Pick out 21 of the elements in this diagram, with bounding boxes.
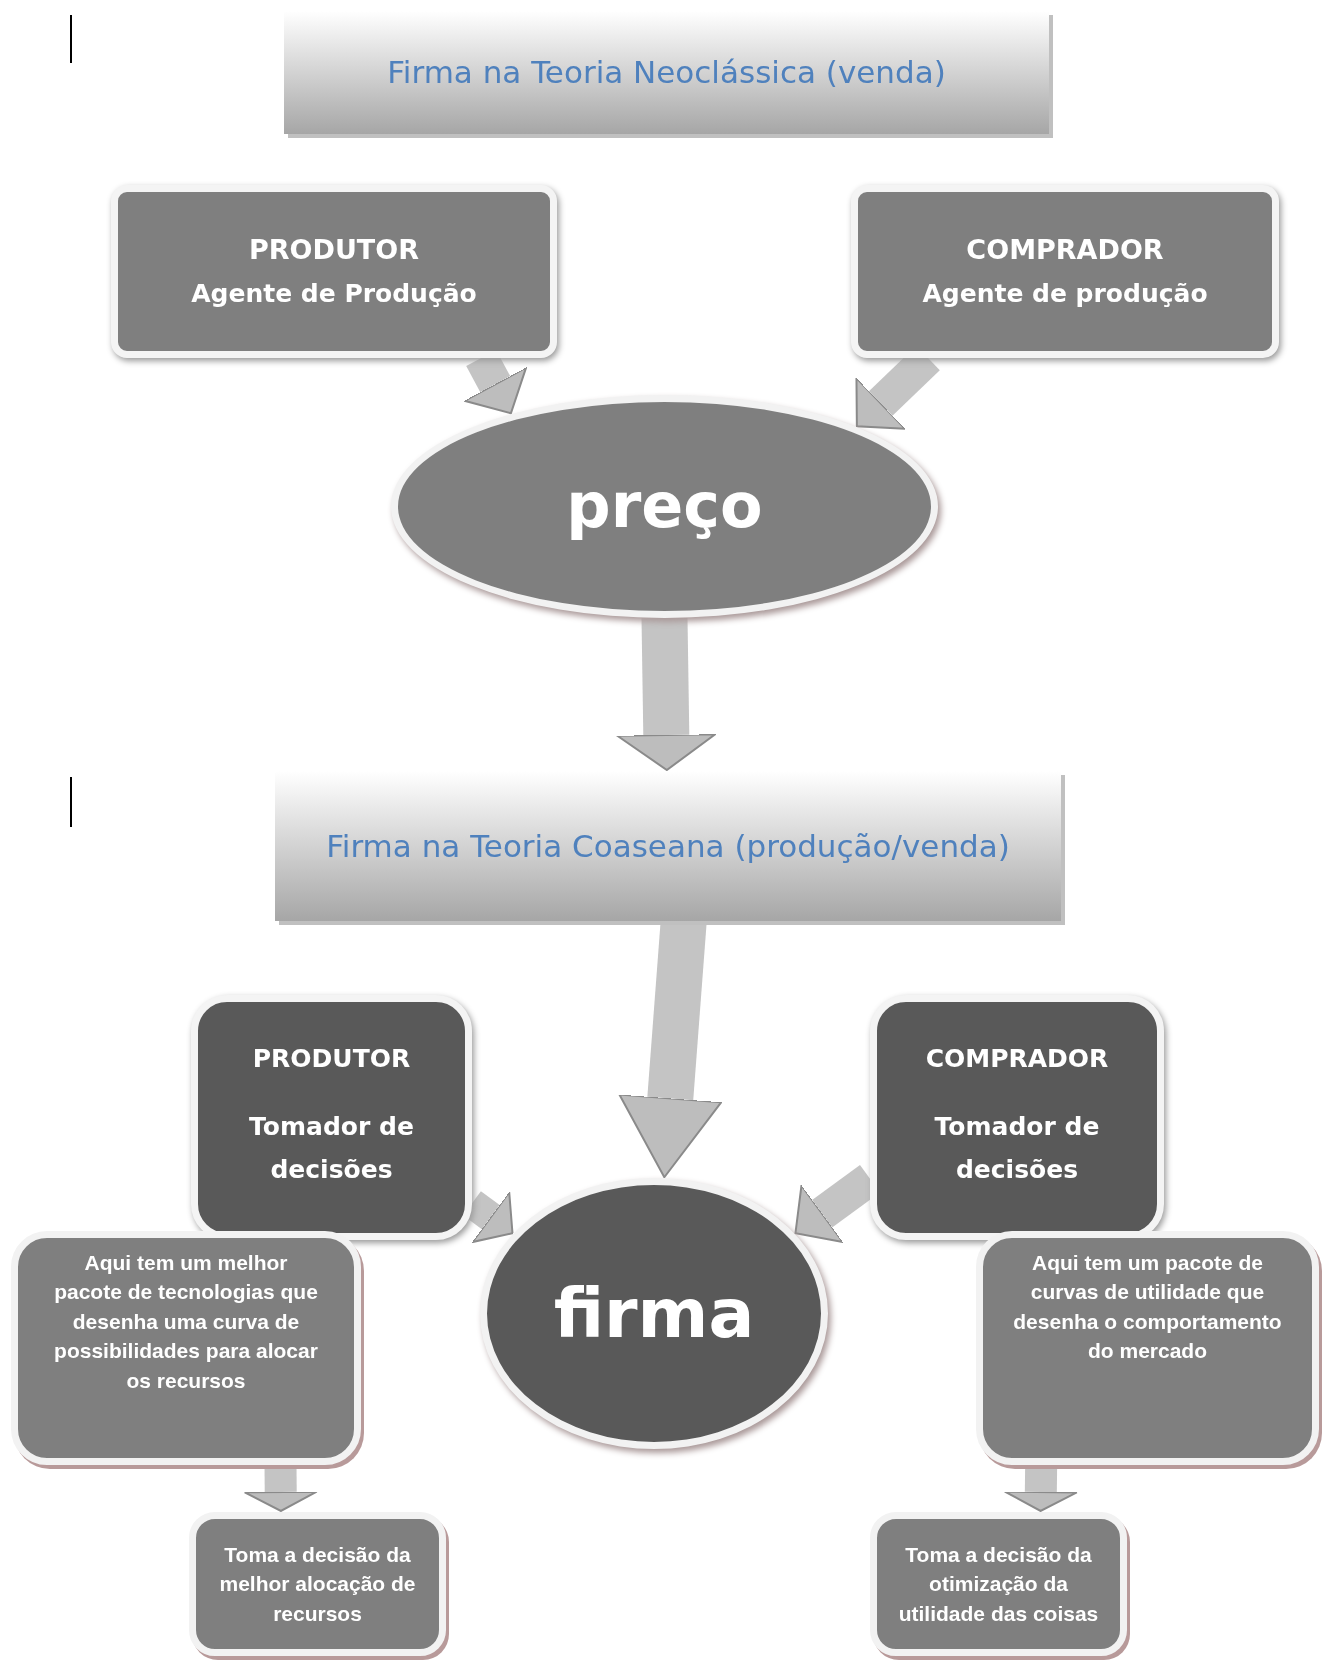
process-box (870, 995, 1164, 1240)
node-label: Aqui tem um melhor pacote de tecnologias que desenha uma curva de possibilidades para alocar os recursos (53, 1250, 319, 1394)
node-subtitle: Tomador de decisões (248, 1111, 415, 1186)
block-arrow (616, 617, 717, 771)
node-label: firma (553, 1272, 755, 1355)
node-label: Toma a decisão da melhor alocação de recursos (218, 1541, 417, 1627)
node-heading: COMPRADOR (966, 234, 1164, 267)
node-label: Aqui tem um pacote de curvas de utilidade que desenha o comportamento do mercado (1013, 1250, 1282, 1365)
node-heading: COMPRADOR (925, 1044, 1109, 1074)
node-label: Firma na Teoria Neoclássica (venda) (387, 53, 946, 93)
process-box (111, 185, 557, 358)
process-box (851, 185, 1279, 358)
node-subtitle: Agente de Produção (191, 278, 477, 309)
node-subtitle: Agente de produção (922, 278, 1208, 309)
node-label: preço (566, 469, 763, 544)
node-label: Firma na Teoria Coaseana (produção/venda) (326, 826, 1010, 866)
node-heading: PRODUTOR (249, 234, 419, 267)
node-label: Toma a decisão da otimização da utilidade das coisas (897, 1541, 1100, 1627)
process-box (191, 995, 472, 1240)
node-heading: PRODUTOR (252, 1044, 411, 1074)
node-subtitle: Tomador de decisões (933, 1111, 1101, 1186)
